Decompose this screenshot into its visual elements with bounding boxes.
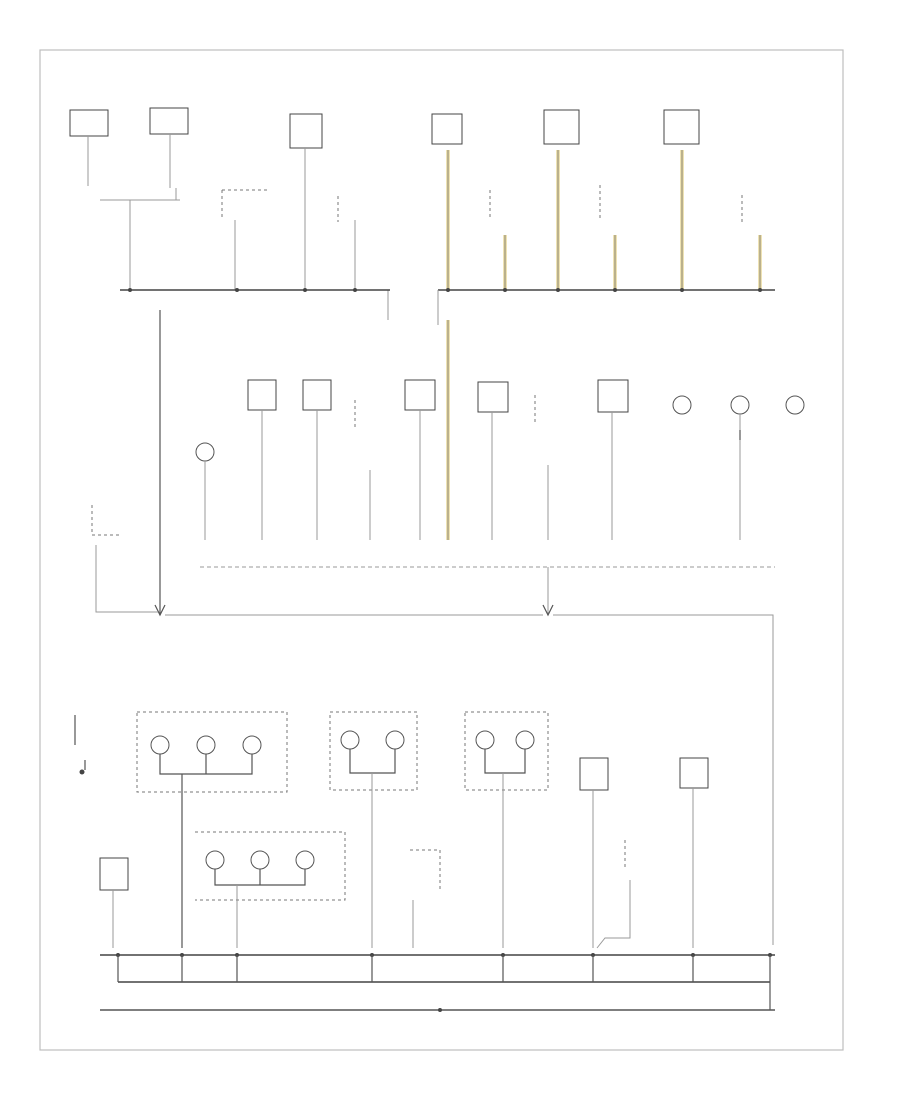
wire bbox=[484, 749, 526, 774]
splice-point bbox=[235, 288, 239, 292]
splice-point bbox=[680, 288, 684, 292]
lamp-icon bbox=[295, 850, 315, 870]
lamp-group bbox=[195, 831, 346, 901]
component-box bbox=[247, 379, 277, 411]
wire bbox=[165, 614, 774, 945]
wire bbox=[447, 150, 761, 290]
splice-point bbox=[303, 288, 307, 292]
wire bbox=[349, 749, 396, 774]
component-box bbox=[410, 849, 441, 890]
component-box bbox=[679, 757, 709, 789]
wire bbox=[95, 545, 158, 613]
component-box bbox=[302, 379, 332, 411]
splice-point bbox=[446, 288, 450, 292]
component-box bbox=[489, 185, 743, 223]
component-box bbox=[663, 109, 700, 145]
wire bbox=[596, 880, 631, 949]
lamp-icon bbox=[250, 850, 270, 870]
component-box bbox=[91, 505, 122, 536]
lamp-icon bbox=[205, 850, 225, 870]
lamp-group bbox=[329, 711, 418, 791]
component-box bbox=[354, 395, 536, 430]
lamp-icon bbox=[672, 395, 692, 415]
wire-arrow bbox=[154, 604, 166, 617]
wire-arrow bbox=[542, 604, 554, 617]
lamp-icon bbox=[150, 735, 170, 755]
lamp-group bbox=[464, 711, 549, 791]
splice-point bbox=[79, 769, 85, 775]
lamp-icon bbox=[242, 735, 262, 755]
lamp-icon bbox=[196, 735, 216, 755]
component-box bbox=[404, 379, 436, 411]
lamp-icon bbox=[195, 442, 215, 462]
lamp-group bbox=[136, 711, 288, 793]
lamp-icon bbox=[340, 730, 360, 750]
lamp-icon bbox=[730, 395, 750, 415]
component-box bbox=[221, 189, 339, 222]
wire bbox=[204, 410, 741, 540]
ground-point bbox=[438, 1008, 442, 1012]
diagram-frame bbox=[39, 49, 844, 1051]
lamp-icon bbox=[515, 730, 535, 750]
wire bbox=[87, 134, 356, 290]
wire bbox=[159, 754, 253, 948]
lamp-icon bbox=[785, 395, 805, 415]
wire bbox=[214, 869, 306, 886]
splice-point bbox=[556, 288, 560, 292]
component-box bbox=[431, 113, 463, 145]
component-box bbox=[99, 857, 129, 891]
splice-point bbox=[758, 288, 762, 292]
splice-point bbox=[128, 288, 132, 292]
lamp-icon bbox=[385, 730, 405, 750]
wire bbox=[117, 955, 771, 982]
splice-point bbox=[503, 288, 507, 292]
lamp-icon bbox=[475, 730, 495, 750]
splice-point bbox=[353, 288, 357, 292]
component-box bbox=[289, 113, 323, 149]
component-box bbox=[477, 381, 509, 413]
wire bbox=[74, 715, 86, 770]
wire bbox=[592, 788, 694, 948]
component-box bbox=[69, 109, 109, 137]
component-box bbox=[597, 379, 629, 413]
component-box bbox=[149, 107, 189, 135]
component-box bbox=[543, 109, 580, 145]
splice-point bbox=[613, 288, 617, 292]
component-box bbox=[579, 757, 609, 791]
